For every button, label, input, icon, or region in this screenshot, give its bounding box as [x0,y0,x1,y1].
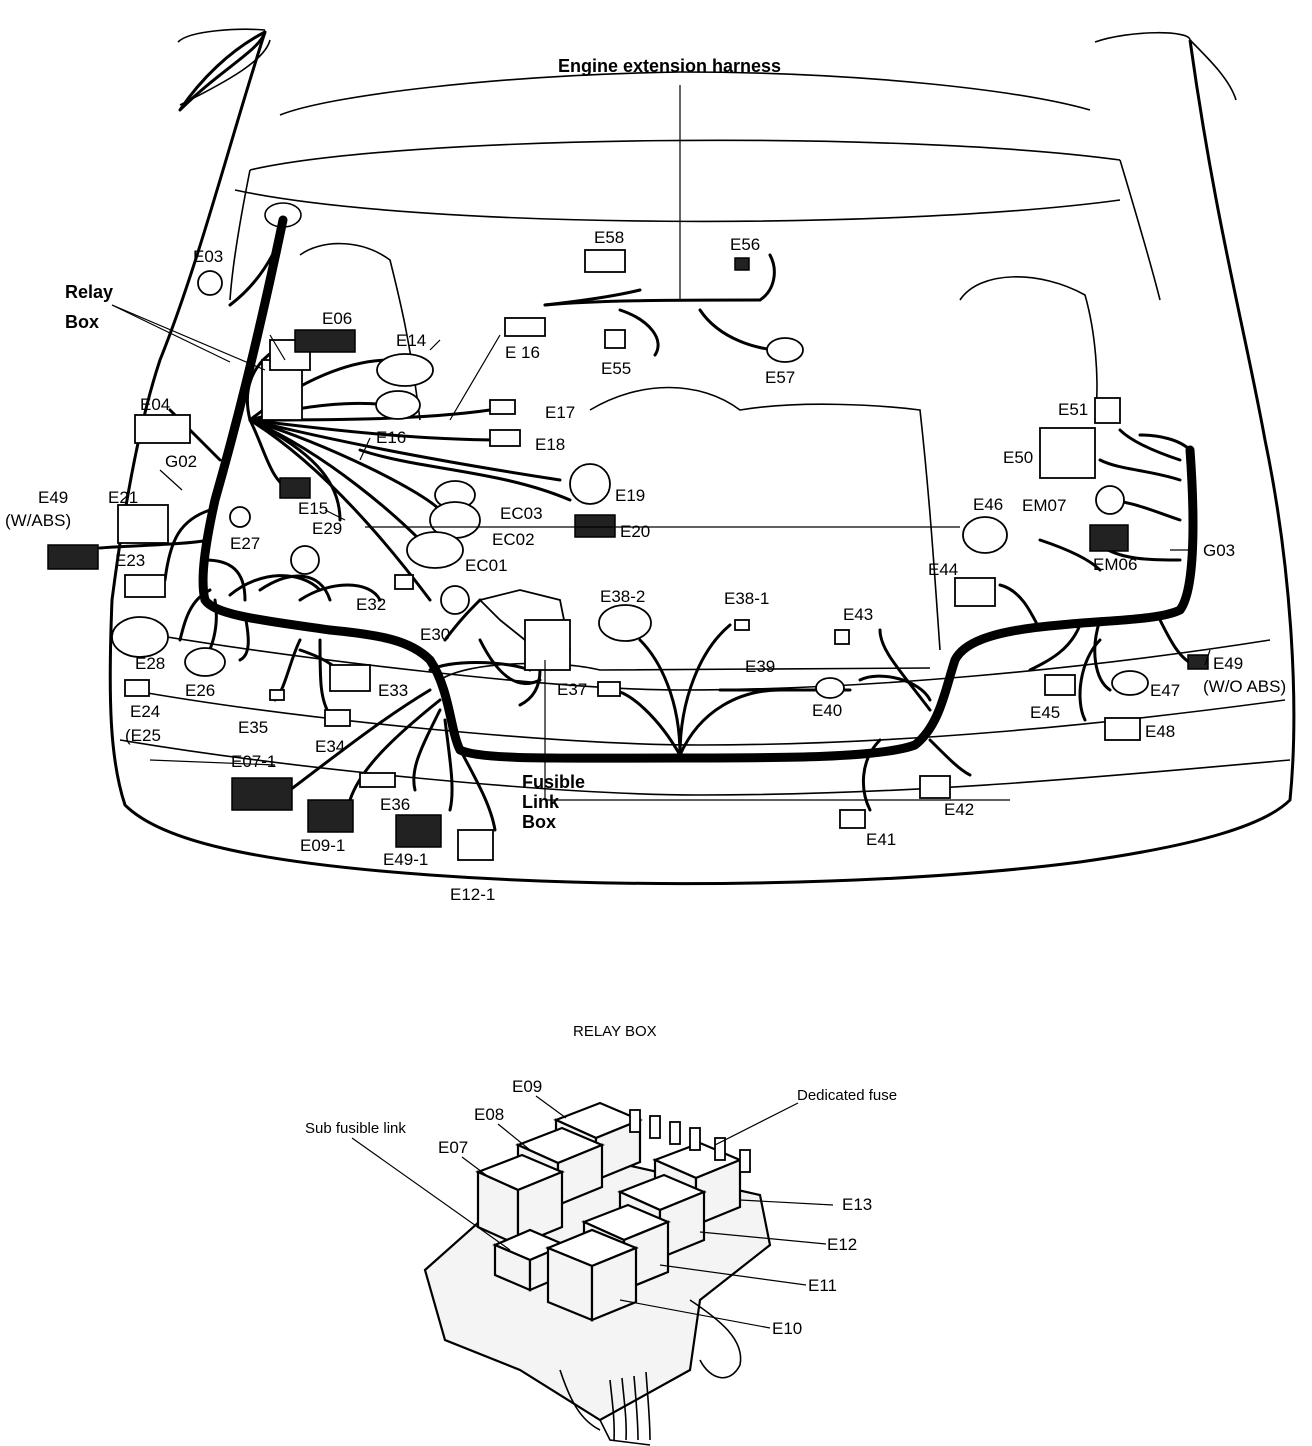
label-e06: E06 [322,309,352,328]
label-e14: E14 [396,331,426,350]
relay-label-e08: E08 [474,1105,504,1124]
label-e34: E34 [315,737,345,756]
main-harness [198,85,1198,763]
label-e07-1: E07-1 [231,752,276,771]
label-e28: E28 [135,654,165,673]
label-fusible-1: Fusible [522,772,585,792]
harness-labels: Engine extension harness Relay Box Fusib… [5,56,1286,904]
relay-label-e09: E09 [512,1077,542,1096]
label-e36: E36 [380,795,410,814]
vehicle-fusible-link-box [478,589,572,671]
label-e16a: E 16 [505,343,540,362]
label-e38-2: E38-2 [600,587,645,606]
label-e19: E19 [615,486,645,505]
label-e49-abs-1: E49 [38,488,68,507]
car-body-outline [108,28,1296,886]
label-e23: E23 [115,551,145,570]
label-e16b: E16 [376,428,406,447]
dedicated-fuse-blades [629,1109,751,1173]
relay-label-e10: E10 [772,1319,802,1338]
label-e27: E27 [230,534,260,553]
label-relay-box-1: Relay [65,282,113,302]
label-fusible-2: Link [522,792,560,812]
label-e49-1: E49-1 [383,850,428,869]
label-e43: E43 [843,605,873,624]
label-e30: E30 [420,625,450,644]
label-e42: E42 [944,800,974,819]
label-e50: E50 [1003,448,1033,467]
label-ec01: EC01 [465,556,508,575]
label-e57: E57 [765,368,795,387]
label-e33: E33 [378,681,408,700]
label-ec02: EC02 [492,530,535,549]
relay-box-title: RELAY BOX [573,1023,657,1040]
label-e26: E26 [185,681,215,700]
label-e25: (E25 [125,726,161,745]
label-e51: E51 [1058,400,1088,419]
label-e09-1: E09-1 [300,836,345,855]
relay-e10 [545,1228,639,1322]
label-e40: E40 [812,701,842,720]
relay-label-dedicated-fuse: Dedicated fuse [797,1087,897,1104]
label-g03: G03 [1203,541,1235,560]
relay-label-e11: E11 [808,1276,837,1295]
label-fusible-3: Box [522,812,556,832]
label-e49-woabs-2: (W/O ABS) [1203,677,1286,696]
relay-e07 [475,1153,565,1247]
label-e18: E18 [535,435,565,454]
label-e55: E55 [601,359,631,378]
label-e49-woabs-1: E49 [1213,654,1243,673]
label-e21: E21 [108,488,138,507]
label-e39: E39 [745,657,775,676]
label-e32: E32 [356,595,386,614]
label-ec03: EC03 [500,504,543,523]
label-e04: E04 [140,395,170,414]
relay-label-e07: E07 [438,1138,468,1157]
label-e47: E47 [1150,681,1180,700]
relay-box-detail: RELAY BOX [305,1023,897,1446]
relay-label-e13: E13 [842,1195,872,1214]
label-em07: EM07 [1022,496,1066,515]
label-e44: E44 [928,560,958,579]
leader-lines [111,304,1211,801]
relay-label-e12: E12 [827,1235,857,1254]
relay-label-sub-fusible: Sub fusible link [305,1120,406,1137]
label-e56: E56 [730,235,760,254]
label-g02: G02 [165,452,197,471]
label-e49-abs-2: (W/ABS) [5,511,71,530]
label-e41: E41 [866,830,896,849]
connectors [47,249,1209,861]
label-relay-box-2: Box [65,312,99,332]
label-e46: E46 [973,495,1003,514]
label-e12-1: E12-1 [450,885,495,904]
branch-wires [98,248,1197,832]
label-e48: E48 [1145,722,1175,741]
label-em06: EM06 [1093,555,1137,574]
label-e58: E58 [594,228,624,247]
label-e45: E45 [1030,703,1060,722]
label-e03: E03 [193,247,223,266]
label-e29: E29 [312,519,342,538]
label-e24: E24 [130,702,160,721]
label-e15: E15 [298,499,328,518]
label-e37: E37 [557,680,587,699]
title-engine-extension-harness: Engine extension harness [558,56,781,76]
relay-box-wire-bundle [609,1371,651,1441]
label-e35: E35 [238,718,268,737]
label-e38-1: E38-1 [724,589,769,608]
label-e17: E17 [545,403,575,422]
label-e20: E20 [620,522,650,541]
